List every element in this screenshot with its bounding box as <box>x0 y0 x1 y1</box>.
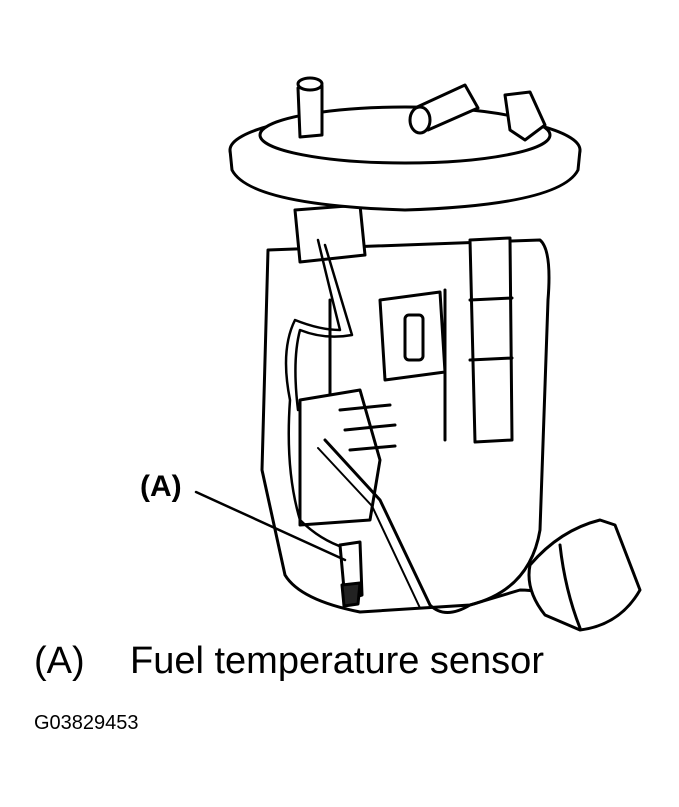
connector-socket <box>505 92 545 140</box>
float-arm-inner <box>318 448 420 608</box>
lower-detail <box>340 405 395 450</box>
legend-description: Fuel temperature sensor <box>130 640 544 682</box>
fuel-tube-band <box>470 298 512 360</box>
callout-label: (A) <box>140 470 182 503</box>
flange-side <box>230 150 580 210</box>
legend-key: (A) <box>34 640 85 682</box>
vertical-pipe <box>298 86 322 137</box>
angled-outlet-end <box>410 107 430 133</box>
flange-top <box>260 107 550 163</box>
bracket-slot <box>405 315 423 360</box>
callout-leader <box>196 492 345 560</box>
sensor-tip <box>342 583 360 606</box>
legend: (A) Fuel temperature sensor <box>34 640 544 683</box>
wire-harness-2 <box>295 245 352 410</box>
fuel-tube <box>470 238 512 442</box>
vertical-pipe-end <box>298 78 322 90</box>
connector-block <box>295 205 365 262</box>
figure-id: G03829453 <box>34 712 139 734</box>
float-edge <box>560 545 580 628</box>
fuel-level-float <box>529 520 640 630</box>
fuel-pump-assembly-drawing <box>0 0 679 640</box>
wire-harness <box>286 240 345 548</box>
